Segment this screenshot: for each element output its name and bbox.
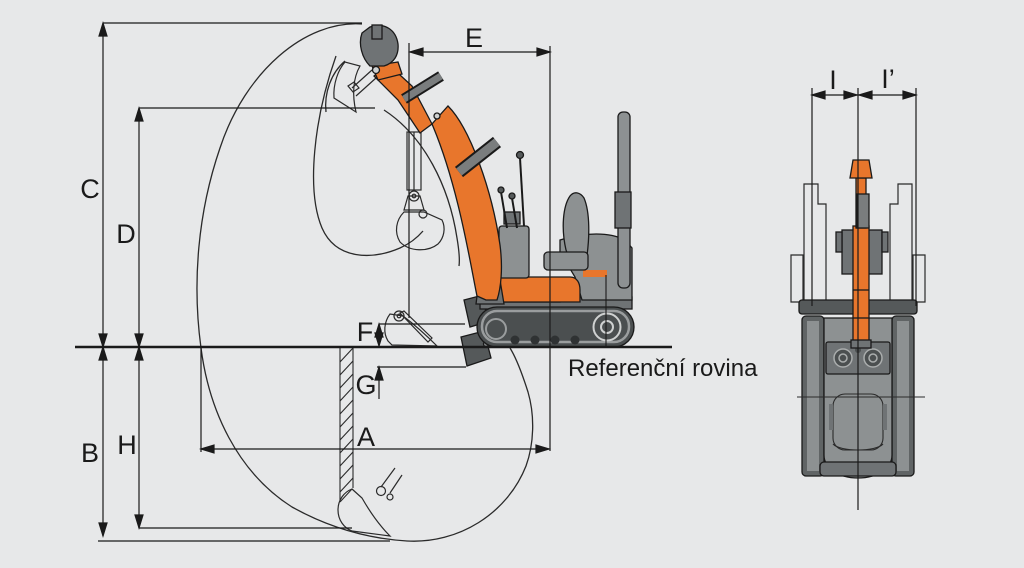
envelope-curve-inner (312, 55, 424, 257)
dim-label-b: B (81, 438, 99, 468)
envelope-curve-bucket-curl (383, 109, 461, 267)
dim-label-i: I (829, 65, 837, 95)
seat-back (562, 192, 590, 267)
ghost-positions (333, 61, 445, 537)
dim-label-d: D (116, 219, 136, 249)
envelope-curve-outer (196, 23, 534, 542)
dim-label-c: C (80, 174, 100, 204)
ghost-arm-vertical (395, 131, 445, 251)
dimension-lines (98, 20, 919, 542)
control-console (497, 150, 530, 279)
dim-label-h: H (117, 430, 137, 460)
ghost-bucket-trench (337, 467, 403, 537)
envelope-curve-small-arc (325, 60, 346, 113)
arm (373, 63, 433, 134)
working-envelope-curves (196, 23, 534, 542)
dim-label-f: F (357, 317, 374, 347)
boom (431, 105, 503, 301)
dim-label-g: G (355, 370, 376, 400)
dim-label-a: A (357, 422, 375, 452)
dim-label-e: E (465, 23, 483, 53)
dim-label-i-prime: I’ (881, 64, 895, 94)
ghost-bucket-dump (333, 61, 377, 114)
dimension-labels: C D B H E F G A I I’ Referenční rovina (80, 23, 895, 468)
rear-tracks (801, 315, 915, 477)
ghost-bucket-ground (384, 310, 439, 347)
excavator-rear-view (790, 159, 926, 479)
rear-boom (835, 159, 889, 349)
trench-hatch (339, 347, 354, 503)
body-orange-band (488, 276, 581, 303)
excavator-side-view (359, 24, 635, 367)
boom-assembly (359, 24, 503, 301)
seat-cushion (543, 251, 589, 271)
bucket-side (359, 24, 399, 67)
reference-plane-label: Referenční rovina (568, 355, 758, 382)
